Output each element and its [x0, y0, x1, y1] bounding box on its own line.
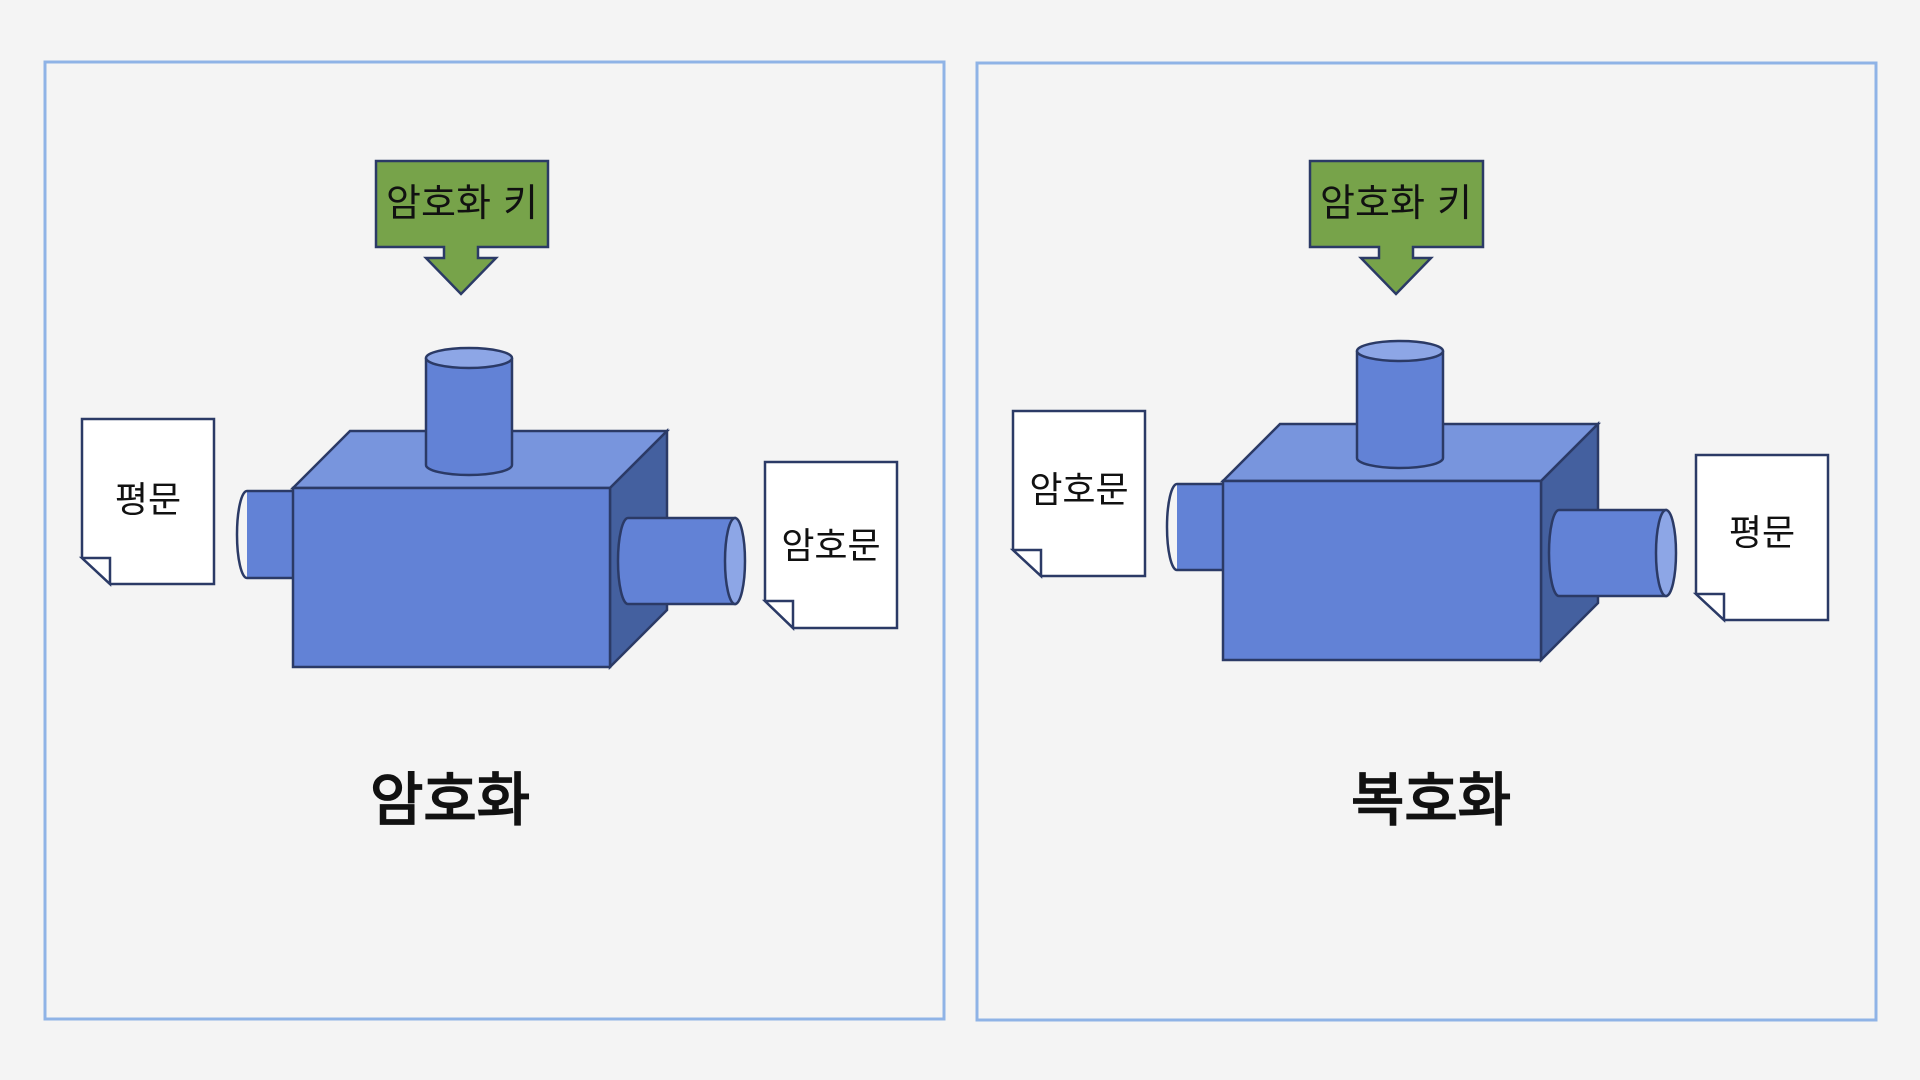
cipher-machine: [235, 346, 747, 671]
document-label: 평문: [1729, 513, 1795, 554]
key-label: 암호화 키: [1320, 181, 1472, 225]
key-label: 암호화 키: [386, 181, 538, 225]
document-label: 암호문: [781, 526, 880, 567]
encryption-key-callout: 암호화 키: [374, 159, 550, 296]
panel-border: [975, 61, 1878, 1022]
decryption-panel: 암호화 키 암호문 평문: [975, 61, 1878, 1022]
cipher-machine: [1165, 339, 1678, 664]
document-label: 평문: [115, 480, 181, 521]
panel-caption: 암호화: [370, 766, 530, 834]
panel-caption: 복호화: [1351, 766, 1511, 834]
output-document: 평문: [1692, 453, 1830, 623]
encryption-panel: 암호화 키 평문 암호문: [43, 60, 946, 1021]
input-document: 평문: [78, 417, 216, 587]
document-label: 암호문: [1029, 470, 1128, 511]
decryption-key-callout: 암호화 키: [1308, 159, 1485, 296]
output-document: 암호문: [761, 460, 899, 631]
input-document: 암호문: [1009, 409, 1147, 579]
panel-border: [43, 60, 946, 1021]
